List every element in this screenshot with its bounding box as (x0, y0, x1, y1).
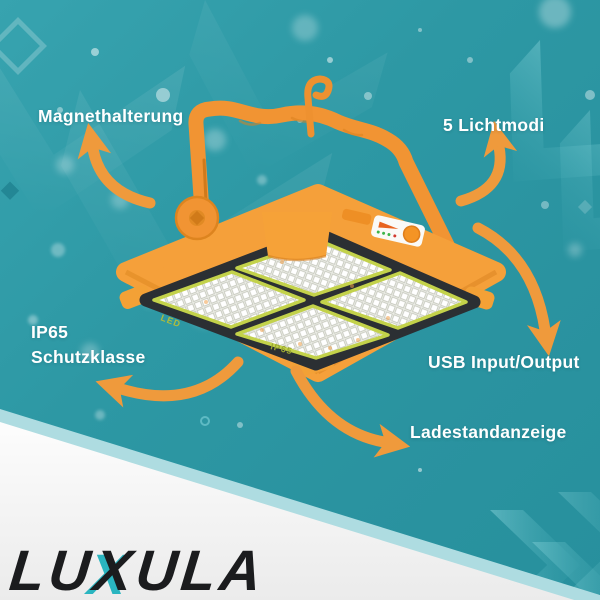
arrow-light-modes-icon (455, 120, 518, 207)
callout-charge-indicator: Ladestandanzeige (410, 422, 567, 442)
callout-light-modes: 5 Lichtmodi (443, 115, 545, 135)
bottom-band (0, 409, 600, 600)
callout-ip65-line1: IP65 (31, 322, 69, 342)
mounting-knob (174, 195, 220, 241)
callout-ip65-line2: Schutzklasse (31, 346, 146, 367)
power-button (402, 225, 421, 243)
carry-handle (188, 75, 456, 255)
logo-part1: LU (6, 539, 98, 600)
led-face-frame (139, 227, 481, 371)
hanging-hook-icon (304, 75, 333, 138)
led-floodlight: LED IP65 (116, 75, 506, 382)
callout-ip65-protection: IP65 Schutzklasse (31, 320, 146, 370)
diamond-decoration-icon (0, 17, 593, 215)
warm-led-dots (204, 260, 390, 350)
arrow-usb-icon (472, 222, 561, 357)
arrow-charge-icon (290, 365, 411, 458)
logo-part2: ULA (132, 539, 269, 600)
led-panel (152, 238, 468, 360)
callout-usb: USB Input/Output (428, 352, 580, 372)
arrow-ip65-icon (95, 356, 244, 408)
status-indicator (341, 208, 425, 247)
callout-magnet-mount: Magnethalterung (38, 106, 184, 126)
handle-mount (262, 212, 332, 260)
arrow-magnet-icon (77, 122, 156, 209)
